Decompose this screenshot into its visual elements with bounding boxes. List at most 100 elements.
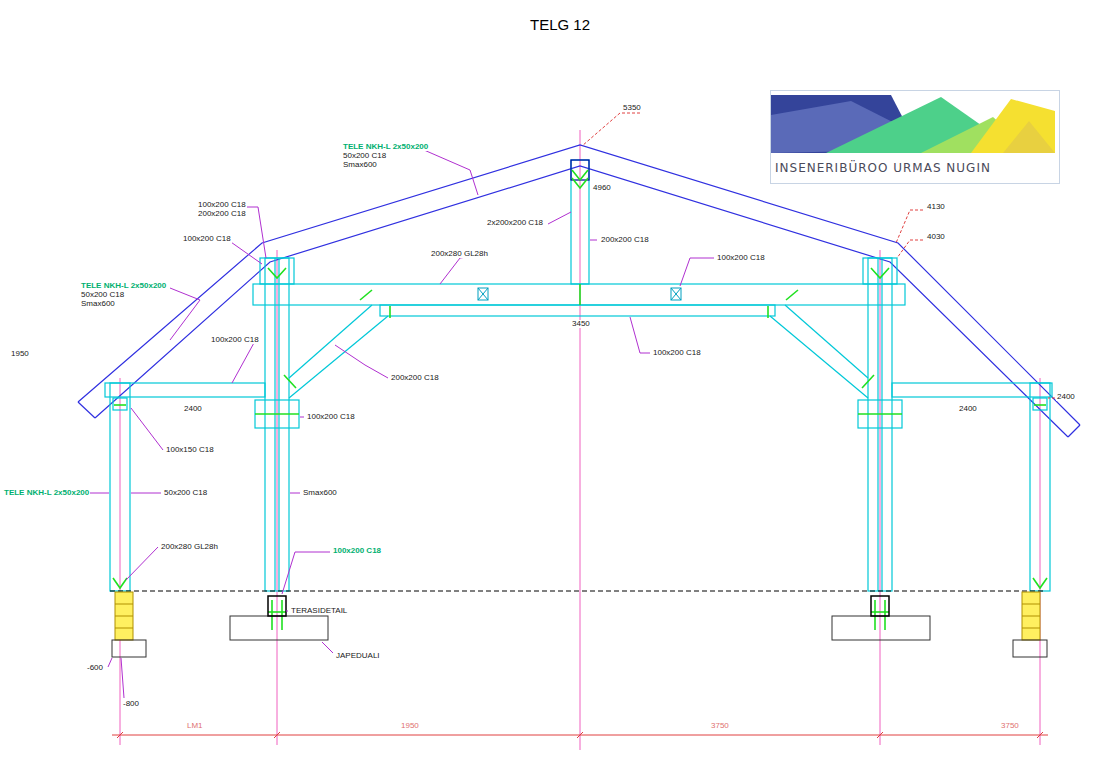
annotation: 100x200 C18 (210, 336, 260, 344)
annotation: 1950 (10, 350, 30, 358)
leader-line (630, 317, 650, 353)
cross-marker (671, 288, 681, 300)
dimension-line (1037, 732, 1043, 738)
cross-marker (478, 288, 488, 300)
timber-member (863, 258, 897, 284)
floor-line (110, 591, 1046, 592)
foundation-block (115, 592, 1040, 640)
member-spec: TELE NKH-L 2x50x200 (3, 489, 90, 497)
annotation: 4960 (592, 184, 612, 192)
timber-member (785, 305, 868, 378)
footing (112, 596, 1047, 657)
leader-line (121, 658, 124, 698)
foundation-block (1022, 628, 1040, 629)
roof-rafter (1068, 425, 1080, 437)
level-marker (897, 240, 923, 258)
leader-line (90, 493, 109, 494)
annotation: 2400 (958, 405, 978, 413)
annotation: 100x200 C18 (197, 201, 247, 209)
annotation: 100x200 C18 (652, 349, 702, 357)
leader-line (680, 258, 714, 286)
leader-line (90, 150, 714, 698)
annotation: 200x200 C18 (390, 374, 440, 382)
leader-line (131, 408, 163, 450)
leader-line (232, 341, 255, 383)
center-line (580, 130, 581, 750)
dimension-line (117, 732, 123, 738)
foundation-block (115, 604, 133, 605)
dimension-line (877, 732, 883, 738)
leader-line (548, 212, 571, 224)
timber-member (858, 400, 902, 428)
leader-line (335, 345, 388, 378)
timber-member (278, 258, 279, 591)
annotation: 100x150 C18 (165, 446, 215, 454)
dimension-label: 1950 (400, 722, 420, 730)
foundation-block (1022, 592, 1040, 640)
center-line (880, 250, 881, 745)
timber-member (380, 305, 775, 316)
annotation: 50x200 C18 (163, 489, 208, 497)
leader-line (322, 642, 333, 653)
annotation: 2x200x200 C18 (486, 219, 544, 227)
annotation: Smax600 (80, 300, 116, 308)
leader-line (300, 417, 304, 418)
logo-graphic (771, 91, 1055, 155)
annotation: 50x200 C18 (80, 291, 125, 299)
center-line (120, 130, 1040, 750)
level-marker (1048, 398, 1055, 399)
dimension-label: 3750 (1000, 722, 1020, 730)
annotation: 200x200 C18 (197, 210, 247, 218)
steel-connector (858, 413, 902, 415)
leader-line (126, 547, 158, 580)
roof-rafter (78, 145, 1080, 425)
level-marker (582, 113, 640, 146)
footing (871, 596, 889, 616)
cross-marker (671, 288, 681, 300)
logo-text: INSENERIBÜROO URMAS NUGIN (771, 155, 1059, 183)
member-spec: TELE NKH-L 2x50x200 (342, 143, 429, 151)
foundation-block (115, 616, 133, 617)
annotation: 100x200 C18 (182, 235, 232, 243)
leader-line (228, 240, 262, 264)
floor-line (110, 591, 1046, 592)
timber-member (265, 258, 289, 591)
annotation: TERASIDETAIL (290, 607, 348, 615)
timber-member (770, 316, 868, 398)
dimension-label: 3750 (710, 722, 730, 730)
member-spec: TELE NKH-L 2x50x200 (80, 282, 167, 290)
annotation: 2400 (183, 405, 203, 413)
timber-member (289, 305, 372, 378)
cross-marker (478, 288, 488, 300)
timber-member (255, 400, 299, 428)
timber-member (877, 258, 878, 591)
steel-connector (572, 178, 588, 188)
timber-member (260, 258, 294, 284)
foundation-block (1022, 616, 1040, 617)
timber-member (110, 383, 130, 591)
steel-connector (786, 290, 798, 300)
center-line (1040, 378, 1041, 745)
steel-connector (767, 306, 769, 318)
steel-connector (113, 170, 1047, 630)
footing (832, 616, 930, 640)
leader-line (590, 240, 597, 241)
annotation: 4130 (926, 203, 946, 211)
footing (268, 596, 286, 616)
cross-marker (671, 288, 681, 300)
steel-connector (871, 611, 889, 613)
annotation: 4030 (926, 233, 946, 241)
annotation: 2400 (1056, 393, 1076, 401)
timber-member (868, 258, 892, 591)
steel-connector (360, 290, 372, 300)
dimension-line (112, 732, 1048, 738)
steel-connector (268, 268, 286, 278)
annotation: Smax600 (342, 161, 378, 169)
logo-shape (1003, 121, 1055, 153)
footing (230, 616, 328, 640)
timber-member (881, 258, 882, 591)
annotation: 50x200 C18 (342, 152, 387, 160)
steel-connector (255, 413, 299, 415)
leader-line (286, 611, 288, 612)
